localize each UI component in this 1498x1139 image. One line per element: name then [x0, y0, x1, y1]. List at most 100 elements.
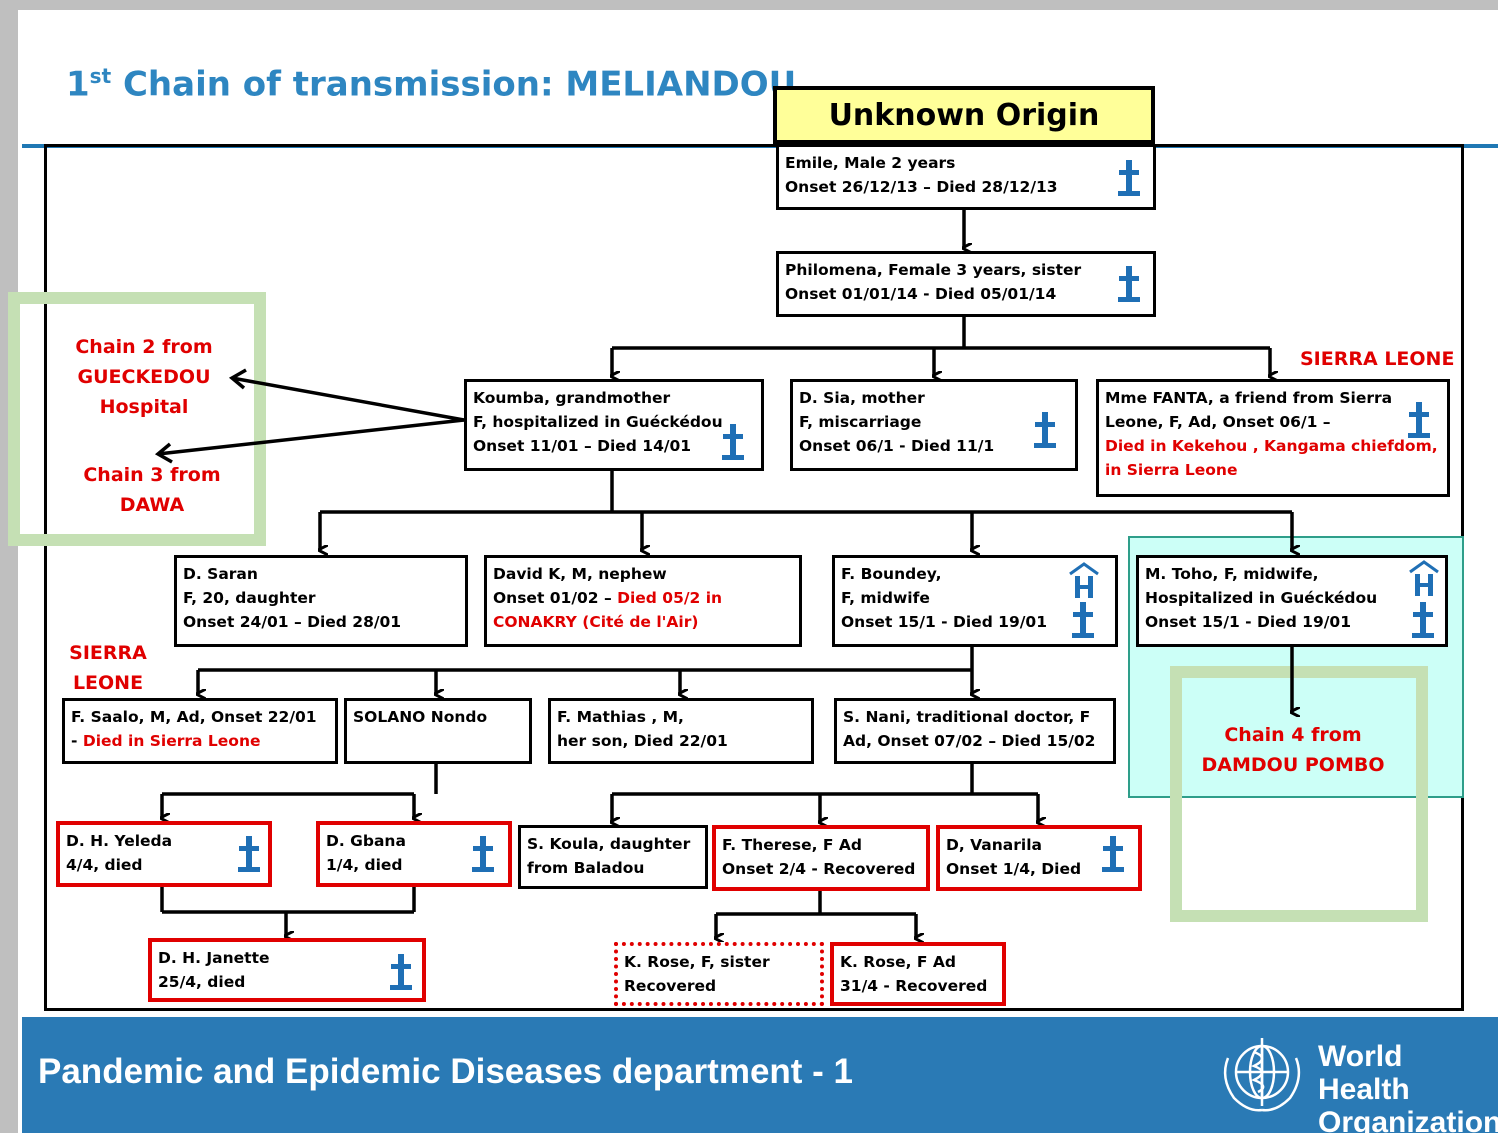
hospital-icon — [1069, 562, 1099, 598]
node-line: 31/4 - Recovered — [840, 977, 988, 995]
slide-frame-top — [0, 0, 1498, 10]
node-line: F. Saalo, M, Ad, Onset 22/01 — [71, 708, 317, 726]
node-line: Leone, F, Ad, Onset 06/1 – — [1105, 413, 1331, 431]
node-line: Onset 11/01 – Died 14/01 — [473, 437, 692, 455]
node-line: Onset 06/1 - Died 11/1 — [799, 437, 995, 455]
node-line: D. H. Yeleda — [66, 832, 173, 850]
chain2-line: Chain 2 from — [75, 336, 213, 358]
node-boundey: F. Boundey, F, midwife Onset 15/1 - Died… — [832, 555, 1118, 647]
death-cross-icon — [1102, 836, 1124, 872]
node-line-part: Died 05/2 in — [617, 589, 723, 607]
node-line: S. Nani, traditional doctor, F — [843, 708, 1091, 726]
chain23-highlight — [8, 292, 266, 546]
node-krose-sister: K. Rose, F, sister Recovered — [614, 942, 824, 1006]
node-line: F. Boundey, — [841, 565, 942, 583]
death-cross-icon — [1118, 266, 1140, 302]
node-line: D, Vanarila — [946, 836, 1042, 854]
slide-frame-left — [0, 0, 18, 1133]
who-line: World Health — [1318, 1040, 1410, 1106]
who-emblem-icon — [1223, 1038, 1301, 1112]
node-line: D. Saran — [183, 565, 258, 583]
node-line: Emile, Male 2 years — [785, 154, 956, 172]
node-koumba: Koumba, grandmother F, hospitalized in G… — [464, 379, 764, 471]
node-line: Ad, Onset 07/02 – Died 15/02 — [843, 732, 1096, 750]
node-line: F, 20, daughter — [183, 589, 316, 607]
node-david: David K, M, nephew Onset 01/02 – Died 05… — [484, 555, 802, 647]
node-line: in Sierra Leone — [1105, 461, 1238, 479]
node-line: Recovered — [624, 977, 717, 995]
node-mathias: F. Mathias , M, her son, Died 22/01 — [548, 698, 814, 764]
node-line: - Died in Sierra Leone — [71, 729, 329, 753]
death-cross-icon — [1408, 402, 1430, 438]
node-line: Onset 1/4, Died — [946, 860, 1082, 878]
sierra-left-line: SIERRA — [69, 642, 147, 664]
node-janette: D. H. Janette 25/4, died — [148, 938, 426, 1002]
node-line: F, hospitalized in Guéckédou — [473, 413, 723, 431]
sierra-leone-left-label: SIERRA LEONE — [62, 638, 154, 698]
chain3-label: Chain 3 from DAWA — [70, 460, 234, 520]
node-line: Koumba, grandmother — [473, 389, 671, 407]
node-line-part: Onset 01/02 – — [493, 589, 618, 607]
node-line: Philomena, Female 3 years, sister — [785, 261, 1082, 279]
death-cross-icon — [238, 836, 260, 872]
node-line: Onset 15/1 - Died 19/01 — [1145, 613, 1351, 631]
death-cross-icon — [1072, 602, 1094, 638]
node-line: K. Rose, F Ad — [840, 953, 956, 971]
who-line: Organization — [1318, 1106, 1498, 1139]
node-line: David K, M, nephew — [493, 565, 667, 583]
unknown-origin-box: Unknown Origin — [773, 86, 1155, 144]
node-line: Died in Kekehou , Kangama chiefdom, — [1105, 437, 1438, 455]
node-line: S. Koula, daughter — [527, 835, 691, 853]
node-line: Hospitalized in Guéckédou — [1145, 589, 1378, 607]
node-krose-ad: K. Rose, F Ad 31/4 - Recovered — [830, 942, 1006, 1006]
footer-title: Pandemic and Epidemic Diseases departmen… — [38, 1052, 854, 1091]
node-saalo: F. Saalo, M, Ad, Onset 22/01 - Died in S… — [62, 698, 338, 764]
hospital-icon — [1409, 560, 1439, 596]
death-cross-icon — [1118, 160, 1140, 196]
node-line: 25/4, died — [158, 973, 246, 991]
node-dsia: D. Sia, mother F, miscarriage Onset 06/1… — [790, 379, 1078, 471]
node-line-part: Died in Sierra Leone — [82, 732, 261, 750]
node-line: D. Gbana — [326, 832, 406, 850]
node-line: CONAKRY (Cité de l'Air) — [493, 613, 699, 631]
node-line: D. Sia, mother — [799, 389, 925, 407]
node-line: Onset 2/4 - Recovered — [722, 860, 916, 878]
node-vanarila: D, Vanarila Onset 1/4, Died — [936, 825, 1142, 891]
chain2-line: GUECKEDOU — [77, 366, 211, 388]
node-therese: F. Therese, F Ad Onset 2/4 - Recovered — [712, 825, 930, 891]
node-gbana: D. Gbana 1/4, died — [316, 821, 512, 887]
chain2-label: Chain 2 from GUECKEDOU Hospital — [62, 332, 226, 422]
node-philomena: Philomena, Female 3 years, sister Onset … — [776, 251, 1156, 317]
node-line: Mme FANTA, a friend from Sierra — [1105, 389, 1393, 407]
death-cross-icon — [390, 954, 412, 990]
node-solano: SOLANO Nondo — [344, 698, 532, 764]
who-wordmark: World Health Organization — [1318, 1040, 1498, 1139]
node-line: Onset 01/02 – Died 05/2 in — [493, 586, 793, 610]
chain4-highlight — [1170, 666, 1428, 922]
node-line: F. Therese, F Ad — [722, 836, 862, 854]
node-line: Onset 24/01 – Died 28/01 — [183, 613, 402, 631]
node-nani: S. Nani, traditional doctor, F Ad, Onset… — [834, 698, 1116, 764]
node-saran: D. Saran F, 20, daughter Onset 24/01 – D… — [174, 555, 468, 647]
node-line: F. Mathias , M, — [557, 708, 684, 726]
sierra-leone-top-label: SIERRA LEONE — [1300, 348, 1455, 370]
node-line: D. H. Janette — [158, 949, 270, 967]
node-line-part: - — [71, 732, 83, 750]
node-line: 4/4, died — [66, 856, 143, 874]
sierra-left-line: LEONE — [72, 672, 144, 694]
node-koula: S. Koula, daughter from Baladou — [518, 825, 708, 889]
chain2-line: Hospital — [99, 396, 189, 418]
chain4-line: DAMDOU POMBO — [1201, 754, 1385, 776]
chain4-line: Chain 4 from — [1224, 724, 1362, 746]
death-cross-icon — [1034, 412, 1056, 448]
node-line: Onset 01/01/14 - Died 05/01/14 — [785, 285, 1057, 303]
node-line: F, miscarriage — [799, 413, 922, 431]
node-line: Onset 26/12/13 – Died 28/12/13 — [785, 178, 1058, 196]
node-line: F, midwife — [841, 589, 930, 607]
death-cross-icon — [472, 836, 494, 872]
node-line: from Baladou — [527, 859, 645, 877]
node-line: her son, Died 22/01 — [557, 732, 728, 750]
chain3-line: Chain 3 from — [83, 464, 221, 486]
slide-title: 1st Chain of transmission: MELIANDOU — [66, 64, 797, 105]
